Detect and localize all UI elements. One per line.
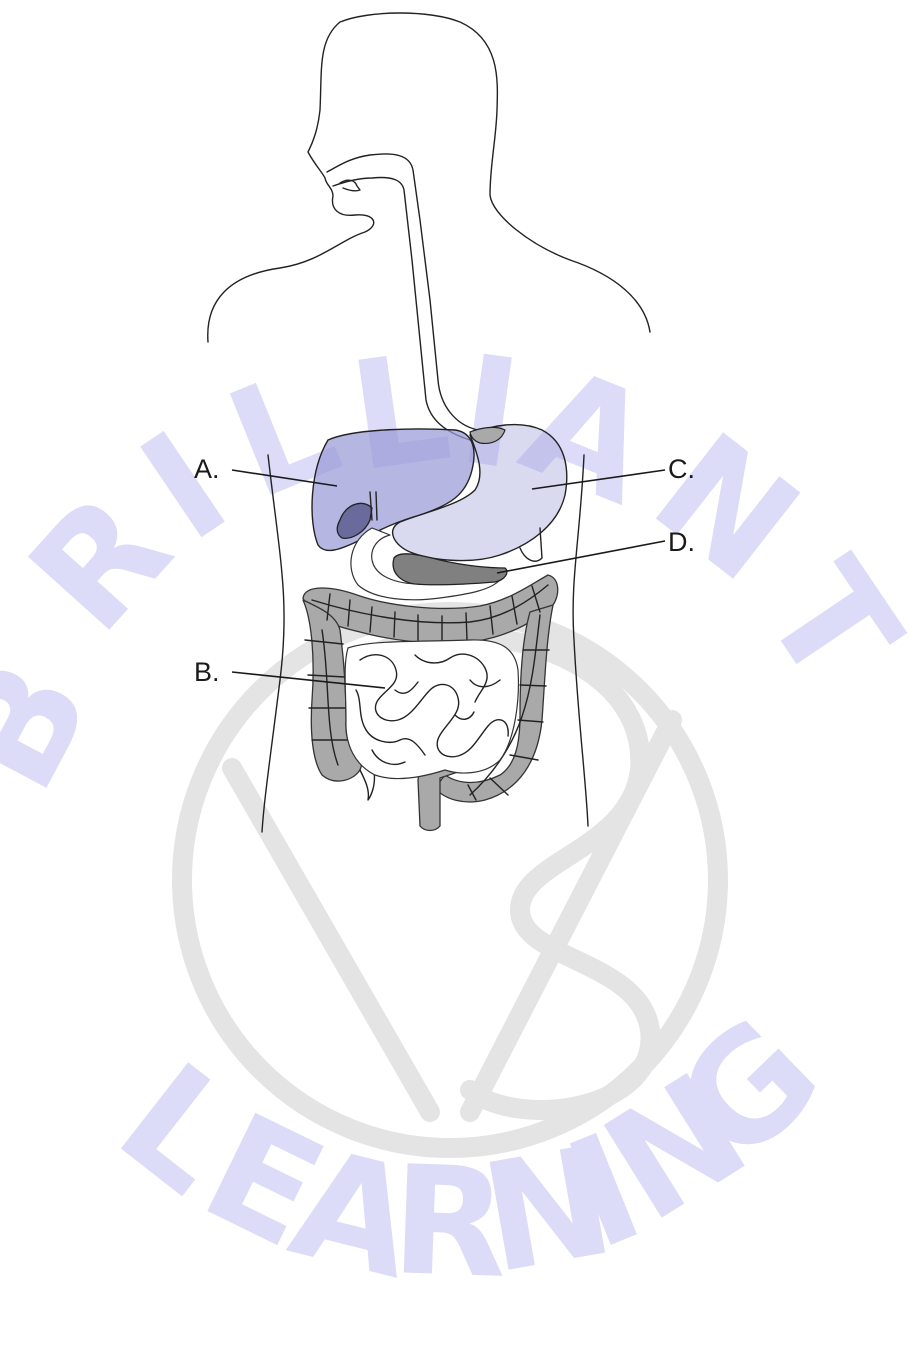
- watermark-bottom-text: L E A R N I N G: [88, 985, 854, 1313]
- label-d: D.: [668, 527, 695, 557]
- appendix: [360, 770, 374, 800]
- watermark-top-letter: B: [0, 634, 125, 817]
- small-intestine-mass: [345, 640, 518, 779]
- label-c: C.: [668, 454, 695, 484]
- label-b: B.: [194, 657, 220, 687]
- tongue: [340, 180, 360, 191]
- label-a: A.: [194, 454, 220, 484]
- small-intestine: [345, 640, 518, 779]
